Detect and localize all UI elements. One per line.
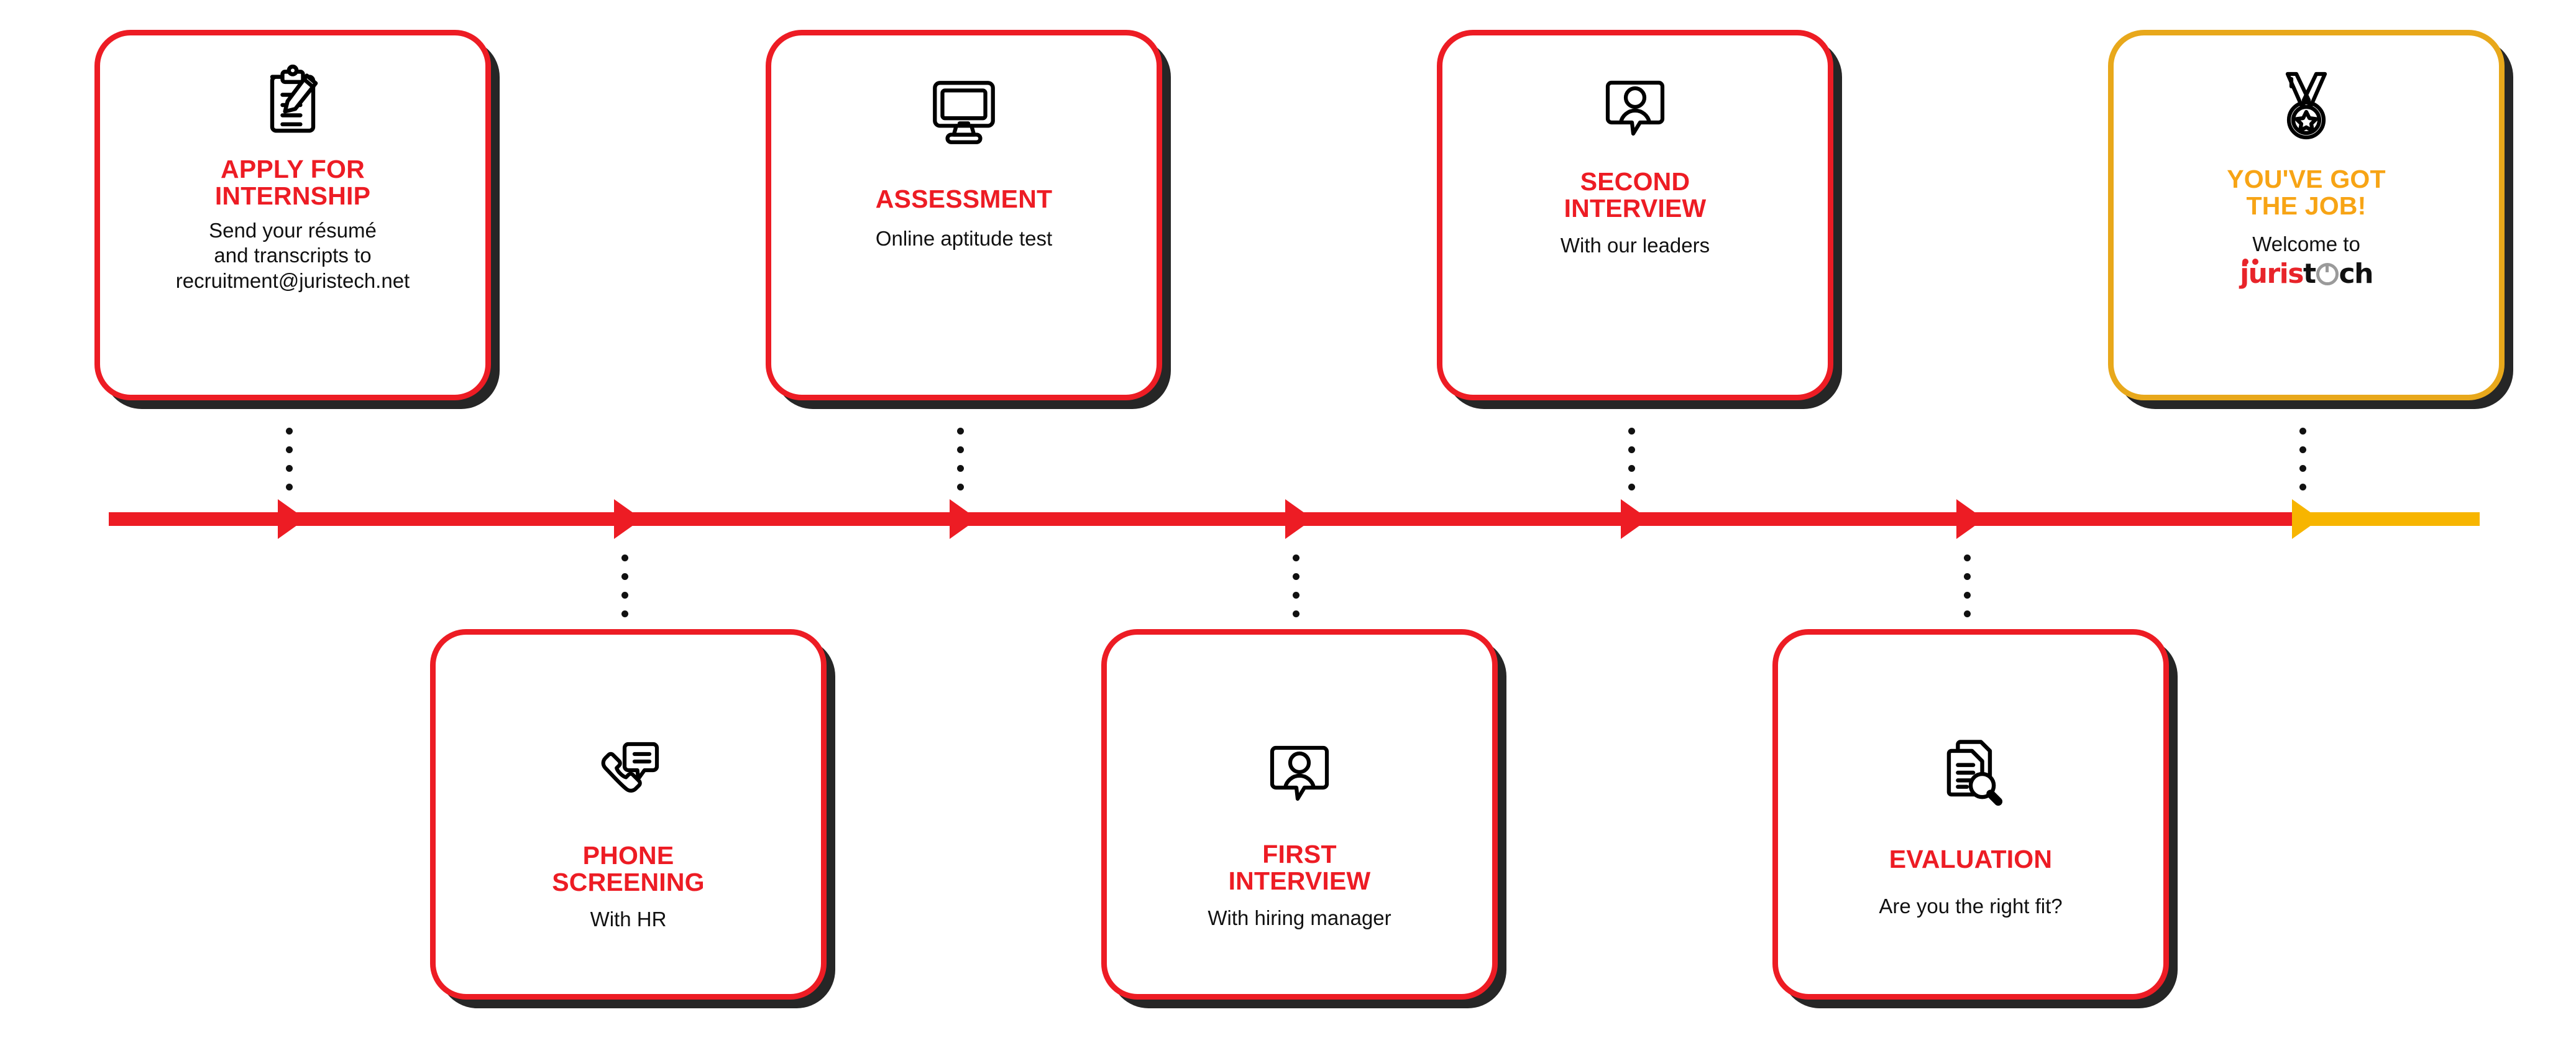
card-description: Online aptitude test <box>875 227 1053 251</box>
phone-chat-icon <box>436 635 821 812</box>
logo-ch: ch <box>2339 258 2374 290</box>
timeline-arrow-7-final <box>2292 499 2320 539</box>
card-description: Welcome to <box>2252 232 2360 256</box>
logo-t: t <box>2303 258 2316 290</box>
person-speech-icon <box>1442 35 1828 149</box>
timeline-line-red <box>109 512 2303 526</box>
step-card-first-interview[interactable]: FIRST INTERVIEW With hiring manager <box>1101 629 1506 1008</box>
step-card-evaluation[interactable]: EVALUATION Are you the right fit? <box>1772 629 2178 1008</box>
timeline-arrow-1 <box>278 499 306 539</box>
timeline-arrow-3 <box>950 499 978 539</box>
card-description: Are you the right fit? <box>1879 895 2063 918</box>
card-description: Send your résumé and transcripts to recr… <box>175 219 410 292</box>
step-card-second-interview[interactable]: SECOND INTERVIEW With our leaders <box>1437 30 1842 409</box>
documents-magnifier-icon <box>1778 635 2163 814</box>
step-card-phone-screening[interactable]: PHONE SCREENING With HR <box>430 629 835 1008</box>
power-symbol-icon <box>2316 263 2339 286</box>
logo-dot-right <box>2252 259 2259 265</box>
card-description: With our leaders <box>1560 234 1710 257</box>
timeline-arrow-2 <box>614 499 642 539</box>
card-description: With HR <box>590 908 667 931</box>
timeline-arrow-5 <box>1621 499 1649 539</box>
timeline-arrow-4 <box>1285 499 1313 539</box>
step-card-assessment[interactable]: ASSESSMENT Online aptitude test <box>766 30 1171 409</box>
timeline-arrow-6 <box>1956 499 1984 539</box>
card-title: PHONE SCREENING <box>552 841 705 897</box>
monitor-icon <box>771 35 1157 151</box>
card-title: APPLY FOR INTERNSHIP <box>214 155 371 211</box>
timeline-line-gold <box>2293 512 2480 526</box>
card-title: SECOND INTERVIEW <box>1564 167 1707 223</box>
card-title: EVALUATION <box>1889 845 2053 873</box>
logo-juris: juris <box>2240 258 2304 290</box>
card-title: YOU'VE GOT THE JOB! <box>2227 165 2386 221</box>
medal-icon <box>2114 35 2499 146</box>
card-description: With hiring manager <box>1208 906 1391 930</box>
card-title: FIRST INTERVIEW <box>1228 840 1371 896</box>
step-card-apply-for-internship[interactable]: APPLY FOR INTERNSHIP Send your résumé an… <box>94 30 500 409</box>
person-speech-icon <box>1107 635 1492 814</box>
card-title: ASSESSMENT <box>875 185 1053 213</box>
clipboard-pencil-icon <box>100 35 485 146</box>
logo-dot-left <box>2242 259 2249 265</box>
